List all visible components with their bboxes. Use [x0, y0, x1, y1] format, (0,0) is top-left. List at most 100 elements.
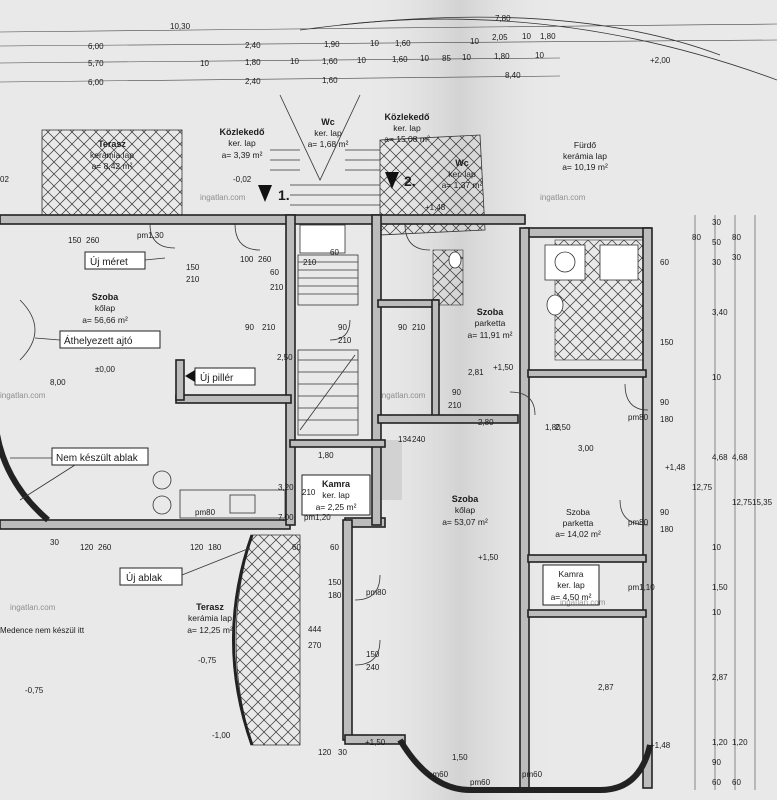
svg-text:a= 8,42 m²: a= 8,42 m²: [92, 161, 133, 171]
svg-text:210: 210: [338, 336, 352, 345]
svg-text:134: 134: [398, 435, 412, 444]
svg-text:Áthelyezett ajtó: Áthelyezett ajtó: [64, 334, 133, 347]
dim-top: 2,05: [492, 33, 508, 42]
dim-top: 1,80: [540, 32, 556, 41]
svg-text:12,75: 12,75: [692, 483, 713, 492]
dim-top: 2,40: [245, 77, 261, 86]
svg-text:60: 60: [660, 258, 669, 267]
svg-text:240: 240: [366, 663, 380, 672]
svg-text:pm60: pm60: [470, 778, 491, 787]
svg-text:10: 10: [712, 373, 721, 382]
interior-dimensions: pm1,30 150 260 150 210 100 260 60 210 90…: [50, 231, 674, 787]
svg-text:ingatlan.com: ingatlan.com: [200, 193, 246, 202]
svg-text:3,00: 3,00: [578, 444, 594, 453]
svg-text:210: 210: [270, 283, 284, 292]
room-wc-1: Wc ker. lap a= 1,68 m²: [308, 117, 349, 149]
svg-text:150: 150: [186, 263, 200, 272]
svg-text:ker. lap: ker. lap: [322, 490, 350, 500]
svg-text:+1,48: +1,48: [425, 203, 446, 212]
note-medence: Medence nem készül itt: [0, 626, 85, 635]
svg-text:7,00: 7,00: [278, 513, 294, 522]
svg-text:Szoba: Szoba: [92, 292, 119, 302]
svg-text:60: 60: [330, 248, 339, 257]
svg-text:90: 90: [245, 323, 254, 332]
svg-text:-0,75: -0,75: [25, 686, 44, 695]
svg-text:2,81: 2,81: [468, 368, 484, 377]
dim-top: 1,60: [395, 39, 411, 48]
kitchen-stove: [152, 495, 172, 515]
curved-wall-left: [0, 433, 50, 523]
room-kamra-mid: Kamra ker. lap a= 2,25 m²: [301, 474, 371, 516]
svg-text:80: 80: [732, 233, 741, 242]
svg-text:210: 210: [262, 323, 276, 332]
svg-text:a= 10,19 m²: a= 10,19 m²: [562, 162, 608, 172]
svg-text:+1,50: +1,50: [365, 738, 386, 747]
section-marker-1: 1.: [278, 187, 290, 203]
room-terasz-bottom: Terasz kerámia lap a= 12,25 m²: [187, 602, 233, 635]
svg-text:Wc: Wc: [321, 117, 335, 127]
watermarks: ingatlan.com ingatlan.com ingatlan.com i…: [0, 193, 606, 612]
svg-text:180: 180: [328, 591, 342, 600]
svg-text:02: 02: [0, 175, 9, 184]
svg-text:Kamra: Kamra: [558, 569, 583, 579]
dim-top: 10: [290, 57, 299, 66]
room-kamra-right: Kamra ker. lap a= 4,50 m²: [542, 564, 600, 606]
svg-text:90: 90: [712, 758, 721, 767]
dim-top: 2,40: [245, 41, 261, 50]
svg-text:1,50: 1,50: [712, 583, 728, 592]
svg-text:+1,50: +1,50: [478, 553, 499, 562]
kitchen-stove: [152, 470, 172, 490]
svg-text:1,20: 1,20: [712, 738, 728, 747]
room-wc-2: Wc ker. lap a= 1,37 m²: [442, 158, 483, 190]
svg-text:Wc: Wc: [455, 158, 469, 168]
svg-text:kőlap: kőlap: [95, 303, 116, 313]
dim-top: 10,30: [170, 22, 191, 31]
svg-text:a= 53,07 m²: a= 53,07 m²: [442, 517, 488, 527]
svg-text:Terasz: Terasz: [196, 602, 224, 612]
dim-top: 10: [370, 39, 379, 48]
room-furdo: Fürdő kerámia lap a= 10,19 m²: [562, 140, 608, 172]
terrace-top-hatch: [41, 129, 183, 221]
svg-text:60: 60: [292, 543, 301, 552]
kitchen-sink: [229, 494, 256, 514]
svg-text:Új méret: Új méret: [90, 255, 128, 268]
dim-top: 10: [420, 54, 429, 63]
svg-text:-1,00: -1,00: [212, 731, 231, 740]
svg-text:Szoba: Szoba: [477, 307, 504, 317]
svg-text:60: 60: [732, 778, 741, 787]
svg-text:2,50: 2,50: [277, 353, 293, 362]
svg-text:4,68: 4,68: [712, 453, 728, 462]
dim-top: 5,70: [88, 59, 104, 68]
svg-text:ingatlan.com: ingatlan.com: [540, 193, 586, 202]
svg-text:90: 90: [660, 398, 669, 407]
svg-text:12,75: 12,75: [732, 498, 753, 507]
svg-text:pm80: pm80: [628, 518, 649, 527]
svg-text:a= 3,39 m²: a= 3,39 m²: [222, 150, 263, 160]
section-arrow-2: [385, 172, 399, 189]
svg-text:15,35: 15,35: [752, 498, 773, 507]
svg-text:30: 30: [732, 253, 741, 262]
svg-text:+1,48: +1,48: [665, 463, 686, 472]
top-dimensions: 10,30 7,80 6,00 2,40 1,90 10 1,60 10 2,0…: [0, 14, 777, 87]
passage-hatch: [380, 440, 402, 500]
svg-text:30: 30: [712, 218, 721, 227]
svg-text:30: 30: [338, 748, 347, 757]
dim-top: 10: [357, 56, 366, 65]
svg-text:a= 1,68 m²: a= 1,68 m²: [308, 139, 349, 149]
svg-text:120: 120: [318, 748, 332, 757]
dim-top: 1,60: [392, 55, 408, 64]
callout-uj-meret: Új méret: [84, 251, 166, 270]
svg-text:kerámia lap: kerámia lap: [90, 150, 134, 160]
svg-text:2,87: 2,87: [598, 683, 614, 692]
door-swings: [19, 223, 649, 666]
svg-text:a= 15,08 m²: a= 15,08 m²: [384, 134, 430, 144]
svg-text:150: 150: [68, 236, 82, 245]
svg-text:ingatlan.com: ingatlan.com: [560, 598, 606, 607]
svg-text:180: 180: [660, 415, 674, 424]
svg-text:210: 210: [448, 401, 462, 410]
svg-text:Kamra: Kamra: [322, 479, 351, 489]
svg-text:80: 80: [692, 233, 701, 242]
svg-text:270: 270: [308, 641, 322, 650]
svg-text:kerámia lap: kerámia lap: [188, 613, 232, 623]
